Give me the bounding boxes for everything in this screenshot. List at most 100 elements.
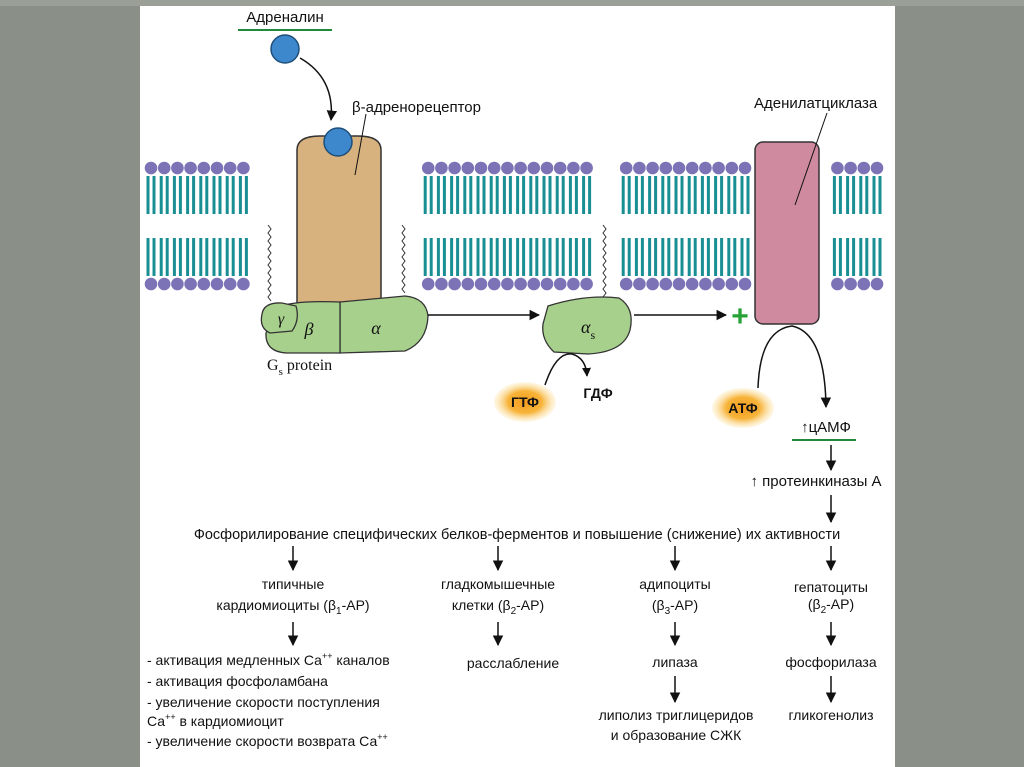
receptor-label: β-адренорецептор: [352, 99, 481, 116]
anchor-squiggle-1: [267, 224, 272, 302]
lipid-head: [870, 277, 884, 291]
beta-label: β: [304, 319, 314, 339]
col4-effect: фосфорилаза: [785, 654, 876, 670]
col1-title-line1: типичные: [262, 576, 325, 592]
lipid-head: [699, 277, 712, 291]
camp-label: ↑цАМФ: [801, 419, 851, 436]
phosphorylation-label: Фосфорилирование специфических белков-фе…: [194, 527, 840, 543]
lipid-head: [487, 161, 501, 175]
header-band-right: [895, 0, 1024, 40]
arrow-gtp-gdp-exchange: [544, 353, 592, 386]
lipid-head: [567, 277, 580, 291]
lipid-head: [831, 161, 844, 175]
lipid-head: [435, 161, 448, 175]
gamma-label: γ: [278, 311, 285, 328]
anchor-squiggle-2: [401, 224, 406, 294]
col3-final-line2: и образование СЖК: [611, 727, 742, 743]
lipid-head: [184, 277, 197, 291]
col4-title-line2: (β2-АР): [808, 596, 854, 616]
lipid-head: [659, 277, 673, 291]
gs-protein-label: Gs protein: [267, 357, 332, 378]
lipid-head: [157, 277, 171, 291]
lipid-head: [844, 277, 857, 291]
lipid-head: [184, 161, 197, 175]
lipid-head: [527, 161, 541, 175]
lipid-head: [672, 161, 686, 175]
lipid-head: [567, 161, 580, 175]
atp-label: АТФ: [728, 400, 757, 416]
lipid-head: [646, 277, 659, 291]
lipid-head: [712, 161, 725, 175]
lipid-head: [725, 161, 739, 175]
anchor-squiggle-3: [602, 224, 607, 298]
col2-effect: расслабление: [467, 655, 559, 671]
lipid-head: [646, 161, 659, 175]
alpha-s-label: αs: [581, 317, 595, 342]
lipid-head: [210, 161, 224, 175]
lipid-head: [699, 161, 712, 175]
lipid-head: [633, 277, 646, 291]
gdp-label: ГДФ: [583, 385, 612, 401]
col2-title-line1: гладкомышечные: [441, 576, 555, 592]
lipid-head: [831, 277, 844, 291]
lipid-head: [553, 277, 567, 291]
lipid-head: [659, 161, 673, 175]
lipid-head: [712, 277, 725, 291]
alpha-label: α: [371, 318, 381, 338]
col1-effect-3: - увеличение скорости поступления: [147, 694, 380, 710]
lipid-head: [870, 161, 884, 175]
lipid-head: [197, 161, 211, 175]
lipid-head: [171, 161, 184, 175]
col1-effect-5: - увеличение скорости возврата Са++: [147, 732, 388, 749]
lipid-head: [223, 161, 237, 175]
lipid-head: [210, 277, 224, 291]
header-line: [0, 0, 1024, 6]
col3-title-line2: (β3-АР): [652, 597, 698, 617]
g-protein-gamma: [260, 302, 298, 334]
lipid-head: [157, 161, 171, 175]
lipid-head: [685, 161, 699, 175]
lipid-head: [237, 277, 250, 291]
leader-adenylate-cyclase: [794, 112, 828, 206]
lipid-head: [685, 277, 699, 291]
lipid-head: [435, 277, 448, 291]
col1-effect-4: Са++ в кардиомиоцит: [147, 712, 284, 729]
lipid-head: [421, 277, 435, 291]
lipid-head: [474, 161, 488, 175]
lipid-head: [580, 161, 593, 175]
g-protein-alpha: [339, 295, 429, 354]
cell-membrane: [144, 161, 884, 291]
lipid-head: [171, 277, 184, 291]
col3-title-line1: адипоциты: [639, 576, 710, 592]
col3-final-line1: липолиз триглицеридов: [599, 707, 754, 723]
adrenaline-label: Адреналин: [246, 9, 323, 26]
adenylate-cyclase-enzyme: [754, 141, 820, 325]
lipid-head: [725, 277, 739, 291]
lipid-head: [738, 161, 752, 175]
lipid-head: [857, 161, 871, 175]
lipid-head: [514, 277, 527, 291]
lipid-head: [540, 277, 554, 291]
lipid-head: [514, 161, 527, 175]
lipid-head: [237, 161, 250, 175]
lipid-head: [448, 277, 461, 291]
lipid-head: [461, 161, 475, 175]
col2-title-line2: клетки (β2-АР): [452, 597, 544, 617]
lipid-head: [487, 277, 501, 291]
lipid-head: [144, 277, 158, 291]
lipid-head: [197, 277, 211, 291]
lipid-head: [633, 161, 646, 175]
lipid-head: [844, 161, 857, 175]
lipid-head: [448, 161, 461, 175]
lipid-head: [501, 277, 514, 291]
lipid-head: [540, 161, 554, 175]
lipid-head: [857, 277, 871, 291]
arrow-adrenaline-binding: [299, 57, 338, 122]
atp-glow: [712, 388, 774, 428]
gtp-label: ГТФ: [511, 394, 539, 410]
lipid-head: [461, 277, 475, 291]
col1-effect-2: - активация фосфоламбана: [147, 673, 328, 689]
lipid-head: [144, 161, 158, 175]
arrow-atp-to-camp: [757, 325, 832, 409]
